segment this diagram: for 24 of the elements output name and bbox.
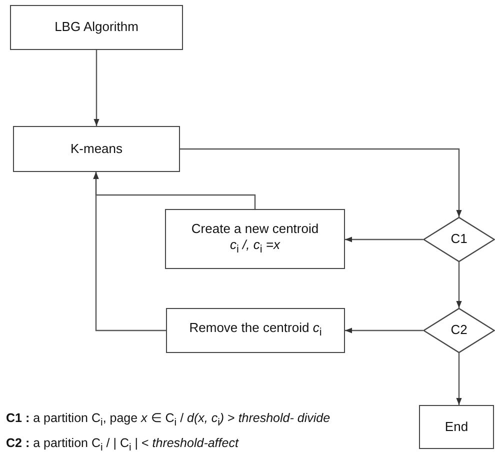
process-box [13,126,180,172]
process-box [165,209,345,269]
node-text: Remove the centroid c$_{i}$ [189,320,322,341]
decision-diamond [423,217,495,262]
process-box [166,308,345,353]
node-text: C1 [450,231,468,248]
arrow [94,50,100,126]
node-text: Create a new centroid [191,220,319,238]
arrow [456,262,462,308]
node-text: K-means [70,140,123,158]
node-text: C2 [450,322,468,339]
node-text: LBG Algorithm [54,19,138,36]
arrow [93,172,166,332]
arrow [345,328,423,334]
process-box [419,405,494,449]
process-box [10,5,183,50]
decision-diamond [423,308,495,353]
arrow [345,236,423,242]
node-text: c$_{i}$ /, c$_{i}$ =x [230,237,280,258]
arrow [180,148,462,217]
arrow [456,353,462,405]
node-text: End [444,418,468,436]
note-text: C2 : a partition C$_{i}$ / | C$_{i}$ | < threshold-affect [6,436,238,454]
note-text: C1 : a partition C$_{i}$, page x ∈ C$_{i}$ / d(x, c$_{i}$) > threshold- divide [6,410,330,428]
